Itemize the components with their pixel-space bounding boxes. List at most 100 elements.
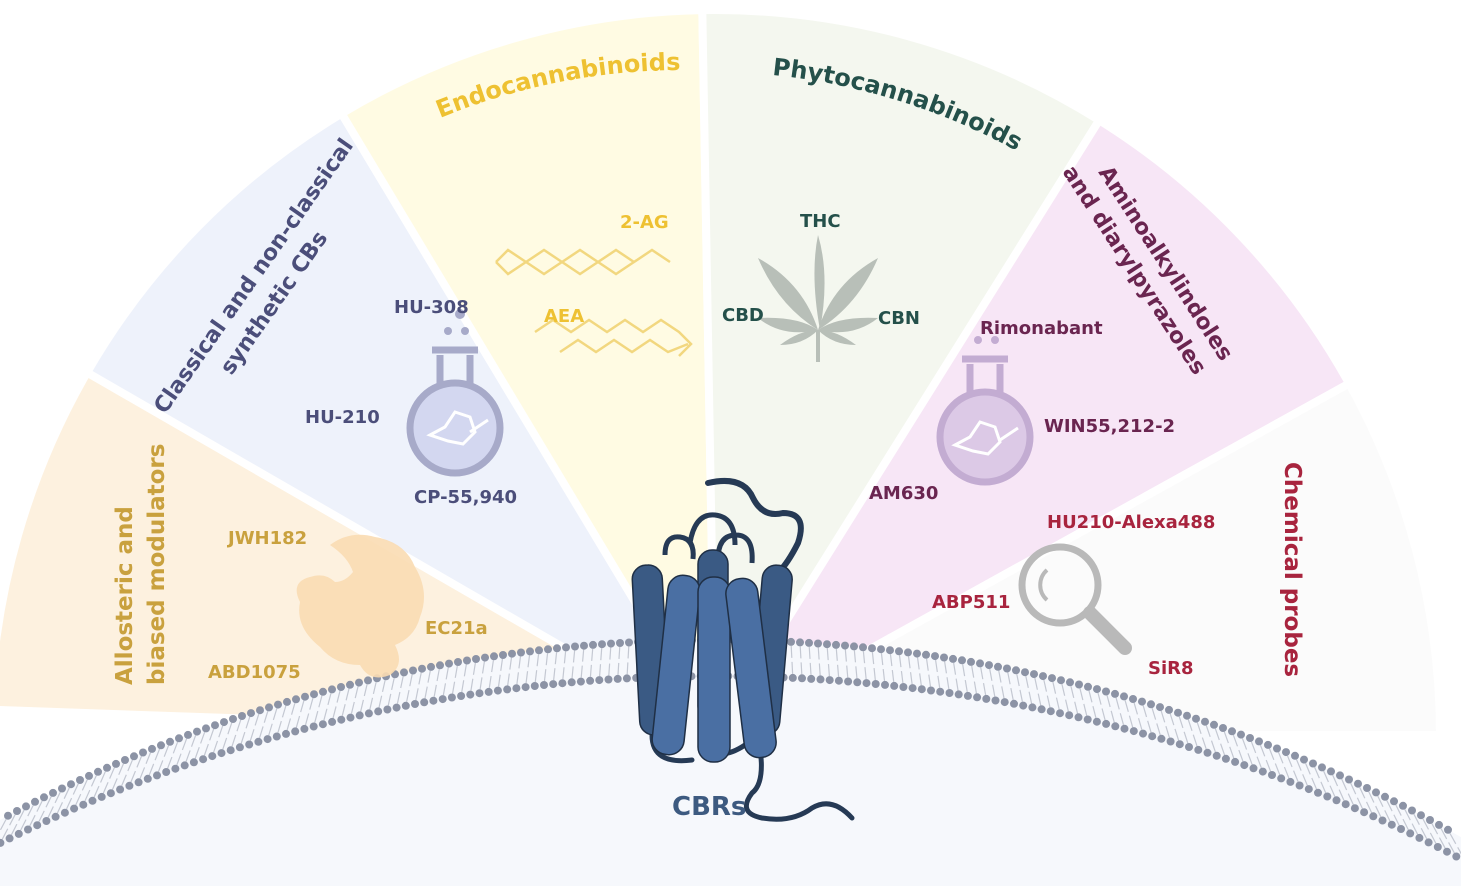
- lipid-head: [1318, 763, 1326, 772]
- lipid-head: [931, 652, 939, 661]
- lipid-tail: [609, 647, 612, 660]
- lipid-head: [1037, 705, 1046, 714]
- lipid-tail: [889, 654, 893, 667]
- lipid-head: [976, 659, 984, 668]
- lipid-head: [184, 730, 192, 739]
- sector-allosteric: Allosteric and biased modulators JWH182 …: [112, 444, 488, 685]
- lipid-tail: [381, 680, 386, 693]
- lipid-tail: [534, 670, 538, 683]
- compound-am630: AM630: [869, 483, 938, 504]
- lipid-tail: [1043, 679, 1048, 692]
- lipid-head: [121, 756, 129, 764]
- sector-wedge-endocannabinoids: [336, 6, 720, 750]
- lipid-head: [235, 743, 244, 752]
- lipid-tail: [54, 791, 61, 804]
- lipid-head: [427, 662, 435, 671]
- lipid-tail: [93, 785, 100, 798]
- lipid-head: [816, 675, 825, 684]
- lipid-tail: [145, 752, 152, 764]
- lipid-tail: [84, 789, 91, 802]
- lipid-head: [1295, 781, 1304, 790]
- lipid-tail: [27, 805, 34, 817]
- lipid-head: [472, 655, 480, 663]
- lipid-tail: [29, 814, 36, 827]
- lipid-tail: [1305, 763, 1311, 775]
- lipid-head: [589, 640, 597, 649]
- lipid-head: [1350, 804, 1359, 813]
- lipid-head: [862, 679, 871, 688]
- lipid-tail: [1265, 759, 1272, 772]
- lipid-head: [466, 690, 475, 699]
- lipid-tail: [1402, 818, 1409, 831]
- compound-hu-308: HU-308: [394, 297, 469, 318]
- lipid-head: [245, 740, 254, 749]
- lipid-head: [1273, 744, 1281, 753]
- lipid-tail: [118, 763, 124, 775]
- lipid-head: [1030, 670, 1038, 679]
- lipid-tail: [525, 671, 529, 684]
- lipid-head: [103, 763, 111, 772]
- lipid-head: [562, 643, 570, 652]
- lipid-head: [1444, 825, 1452, 834]
- lipid-tail: [56, 802, 64, 814]
- lipid-tail: [1192, 734, 1198, 747]
- lipid-head: [1424, 838, 1433, 847]
- lipid-tail: [1220, 743, 1226, 756]
- lipid-head: [1157, 734, 1166, 743]
- lipid-tail: [1247, 753, 1253, 765]
- lipid-head: [1084, 682, 1092, 691]
- lipid-tail: [157, 760, 164, 772]
- lipid-tail: [992, 684, 996, 697]
- lipid-tail: [491, 660, 495, 673]
- lipid-head: [1378, 816, 1387, 825]
- lipid-tail: [1097, 692, 1102, 705]
- lipid-tail: [591, 648, 594, 661]
- lipid-tail: [1404, 809, 1411, 821]
- lipid-tail: [172, 741, 179, 754]
- lipid-head: [1408, 806, 1416, 815]
- sector-wedge-phytocannabinoids: [698, 6, 1105, 749]
- lipid-head: [1139, 729, 1147, 738]
- lipid-tail: [1183, 731, 1189, 744]
- lipid-tail: [314, 710, 319, 723]
- lipid-head: [457, 692, 466, 700]
- lipid-tail: [800, 662, 803, 675]
- compound-hu-210: HU-210: [305, 407, 380, 428]
- lipid-tail: [236, 719, 242, 732]
- lipid-head: [607, 639, 615, 648]
- lipid-head: [292, 695, 300, 704]
- lipid-head: [229, 715, 237, 723]
- lipid-tail: [295, 715, 301, 728]
- lipid-tail: [263, 711, 269, 723]
- lipid-tail: [1055, 697, 1060, 710]
- lipid-head: [1201, 717, 1209, 726]
- lipid-head: [1210, 720, 1218, 729]
- compound-abd1075: ABD1075: [208, 662, 301, 683]
- lipid-head: [949, 654, 957, 663]
- lipid-tail: [1440, 828, 1448, 840]
- lipid-head: [1397, 825, 1405, 833]
- lipid-head: [1212, 751, 1221, 760]
- lipid-tail: [130, 770, 136, 783]
- lipid-tail: [826, 648, 829, 661]
- lipid-head: [1102, 687, 1110, 696]
- lipid-head: [1264, 740, 1272, 749]
- lipid-tail: [946, 677, 950, 690]
- lipid-tail: [571, 666, 574, 679]
- lipid-head: [598, 640, 606, 649]
- lipid-head: [189, 758, 198, 767]
- lipid-tail: [1347, 793, 1354, 805]
- cannabis-leaf-icon: [758, 235, 878, 362]
- lipid-tail: [363, 684, 368, 697]
- lipid-tail: [1070, 686, 1075, 699]
- lipid-tail: [336, 690, 341, 703]
- lipid-tail: [1025, 675, 1029, 688]
- lipid-head: [409, 666, 417, 675]
- lipid-tail: [1205, 725, 1211, 738]
- lipid-head: [272, 732, 281, 741]
- compound-cp-55940: CP-55,940: [414, 487, 517, 508]
- lipid-head: [70, 804, 79, 813]
- lipid-head: [1221, 754, 1230, 763]
- compound-sir8: SiR8: [1148, 658, 1194, 679]
- lipid-tail: [809, 662, 812, 675]
